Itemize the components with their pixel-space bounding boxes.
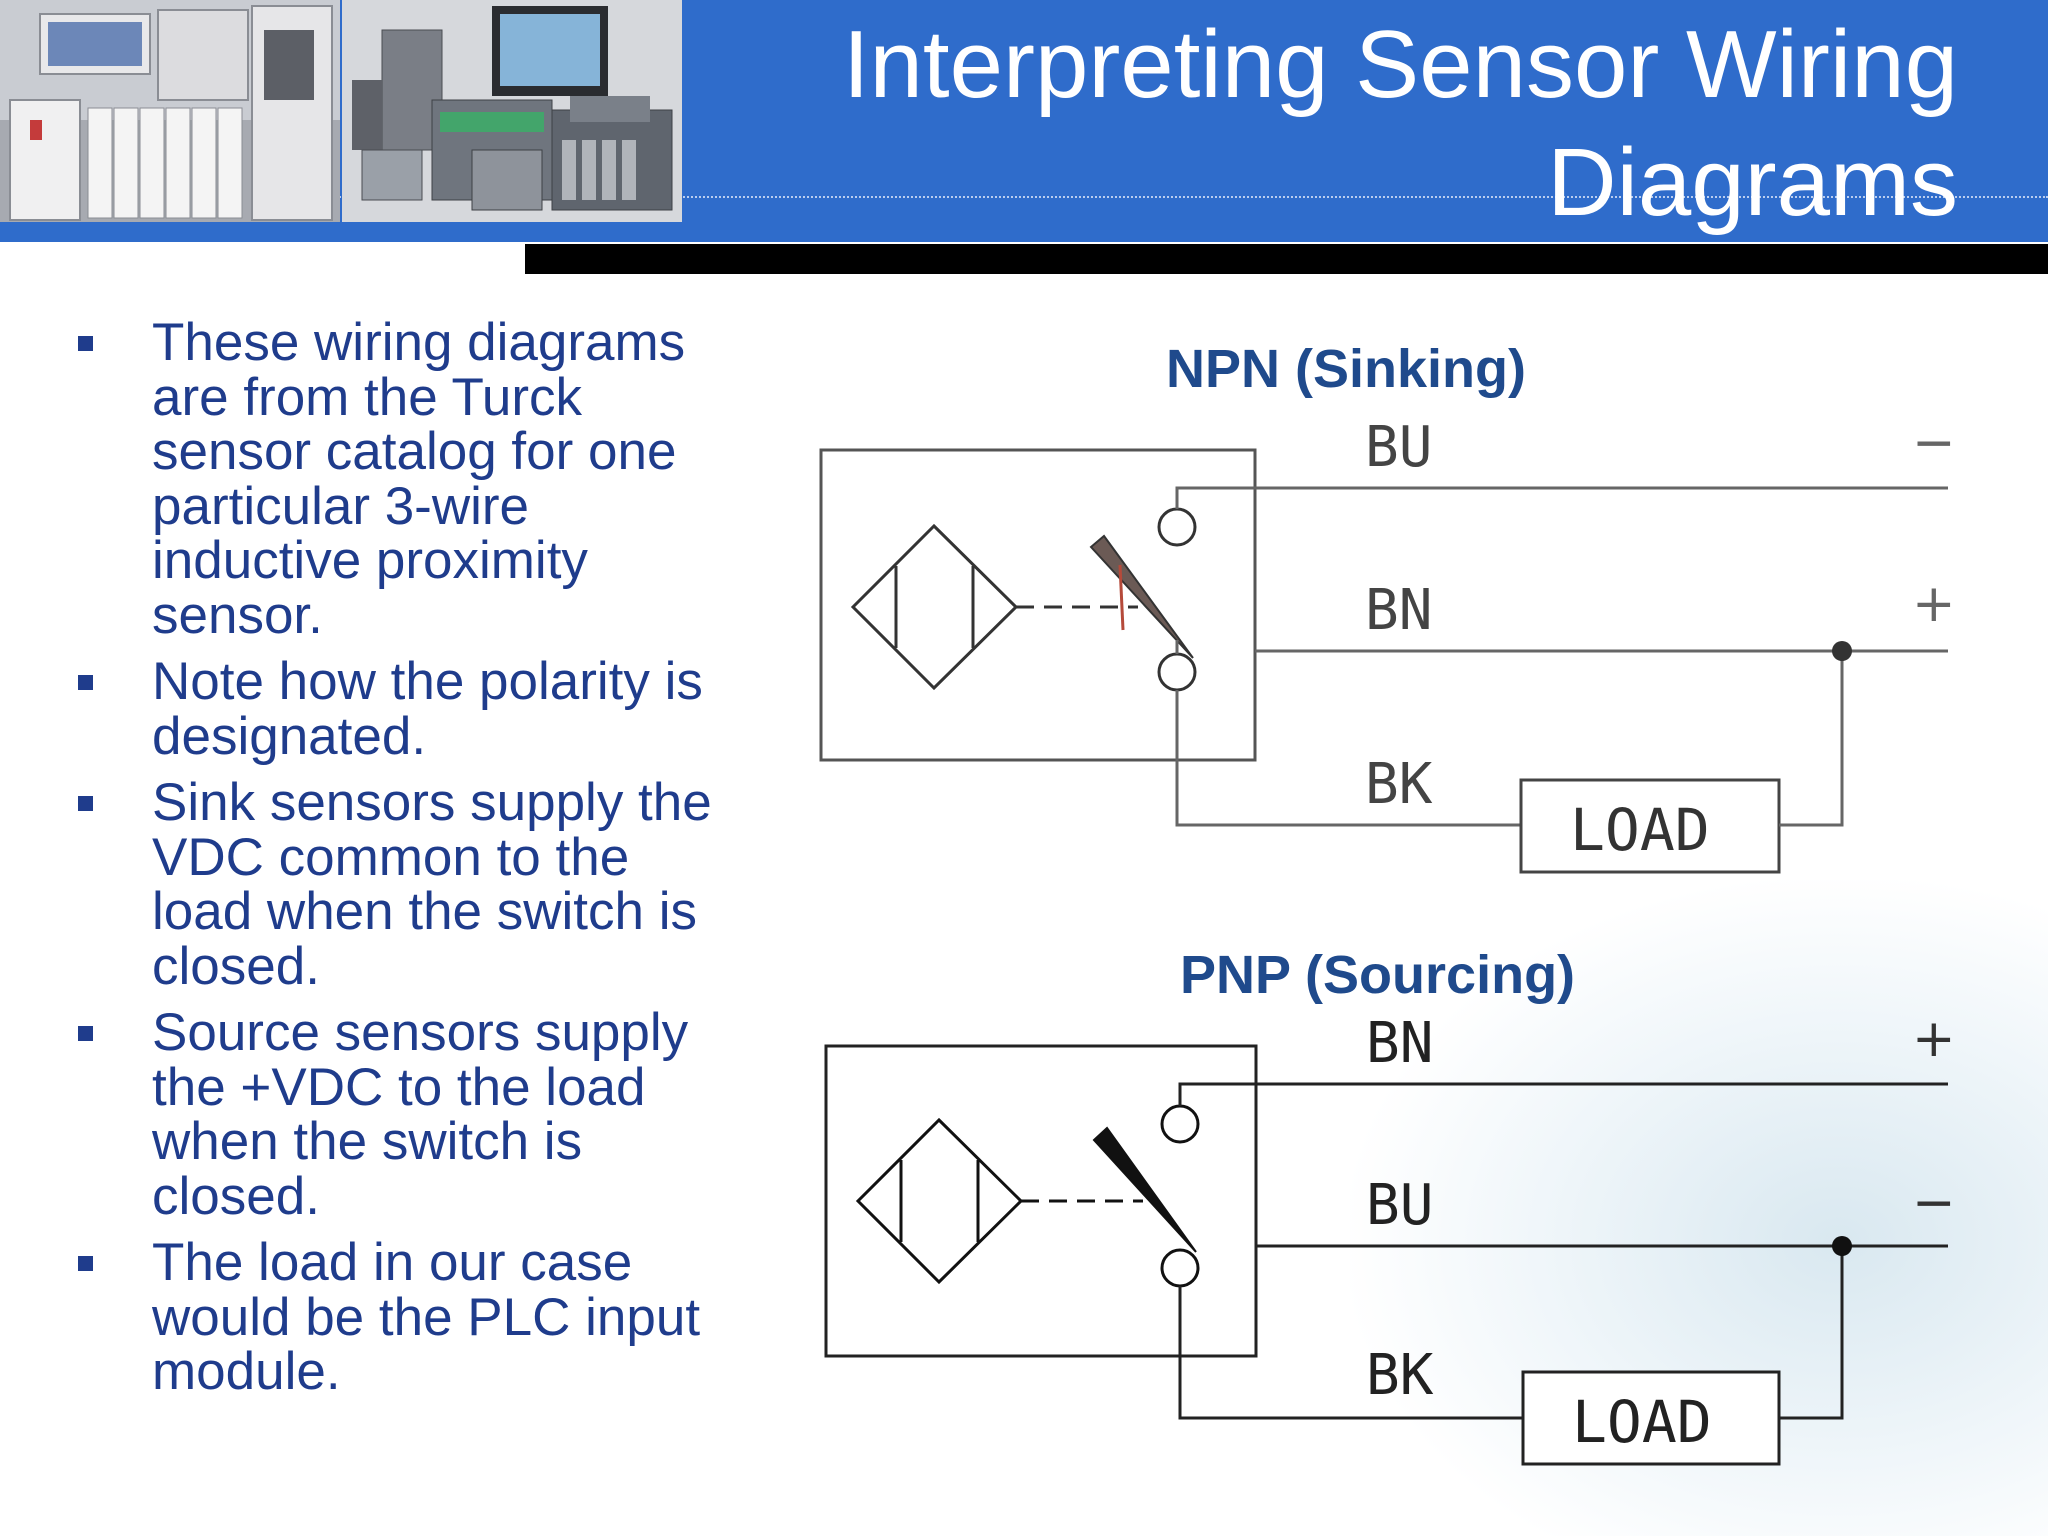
header-band <box>0 0 2048 242</box>
pnp-diagram-heading: PNP (Sourcing) <box>1180 945 1576 1005</box>
wire-junction-dot <box>1832 1236 1852 1256</box>
polarity-sign-top: + <box>1912 1009 1956 1069</box>
plc-modules-photo <box>342 0 682 222</box>
polarity-sign-mid: + <box>1912 574 1956 634</box>
wire-label-top: BN <box>1366 1011 1433 1076</box>
bullet-text: The load in our case would be the PLC in… <box>152 1233 701 1401</box>
header-gap <box>0 242 525 256</box>
header-divider <box>0 196 2048 198</box>
bullet-square-icon <box>78 796 93 811</box>
bullet-square-icon <box>78 336 93 351</box>
wire-label-mid: BN <box>1365 578 1432 643</box>
wire-junction-dot <box>1832 641 1852 661</box>
load-label: LOAD <box>1570 796 1710 864</box>
bullet-square-icon <box>78 1026 93 1041</box>
switch-blade-accent <box>1118 564 1125 631</box>
wire-bottom <box>1175 690 1521 827</box>
switch-contact-bottom <box>1160 1248 1200 1288</box>
slide-title-line2: Diagrams <box>1547 129 1958 236</box>
switch-blade-icon <box>1089 534 1194 659</box>
wire-load-return <box>1779 651 1844 827</box>
slide-title-line1: Interpreting Sensor Wiring <box>842 11 1958 118</box>
bullet-text: Note how the polarity is designated. <box>152 652 703 766</box>
npn-diagram-heading: NPN (Sinking) <box>1166 339 1526 399</box>
bullet-item: Sink sensors supply the VDC common to th… <box>76 773 716 996</box>
bullet-item: Source sensors supply the +VDC to the lo… <box>76 1003 716 1226</box>
bullet-text: These wiring diagrams are from the Turck… <box>152 313 686 645</box>
bullet-square-icon <box>78 675 93 690</box>
switch-contact-bottom <box>1157 652 1197 692</box>
bullet-item: These wiring diagrams are from the Turck… <box>76 313 716 645</box>
wire-label-bottom: BK <box>1365 752 1433 817</box>
sensor-coil-symbol <box>850 523 1019 691</box>
wire-label-top: BU <box>1365 415 1432 480</box>
wire-top <box>1175 486 1948 509</box>
bullet-text: Sink sensors supply the VDC common to th… <box>152 773 712 996</box>
switch-contact-top <box>1157 507 1197 547</box>
pnp-wiring-diagram: BN + BU − BK LOAD <box>824 1009 1956 1466</box>
switch-contact-top <box>1160 1104 1200 1144</box>
header-accent-bar <box>525 244 2048 274</box>
wire-label-bottom: BK <box>1366 1343 1434 1408</box>
wire-top <box>1178 1082 1948 1106</box>
polarity-sign-mid: − <box>1912 1173 1956 1233</box>
switch-blade-icon <box>1092 1126 1197 1253</box>
load-box <box>1519 778 1781 874</box>
load-label: LOAD <box>1572 1388 1712 1456</box>
wire-bottom <box>1178 1286 1523 1420</box>
npn-wiring-diagram: BU − BN + BK LOAD <box>819 413 1956 874</box>
bullet-text: Source sensors supply the +VDC to the lo… <box>152 1003 689 1226</box>
load-box <box>1521 1370 1781 1466</box>
bullet-list: These wiring diagrams are from the Turck… <box>76 313 716 1412</box>
bullet-square-icon <box>78 1256 93 1271</box>
bullet-item: The load in our case would be the PLC in… <box>76 1233 716 1401</box>
wire-label-mid: BU <box>1366 1173 1433 1238</box>
polarity-sign-top: − <box>1912 413 1956 473</box>
sensor-coil-symbol <box>855 1117 1024 1285</box>
plc-hardware-photo <box>0 0 340 222</box>
bullet-item: Note how the polarity is designated. <box>76 652 716 766</box>
wire-load-return <box>1779 1246 1844 1420</box>
slide-title: Interpreting Sensor Wiring Diagrams <box>698 6 1958 242</box>
